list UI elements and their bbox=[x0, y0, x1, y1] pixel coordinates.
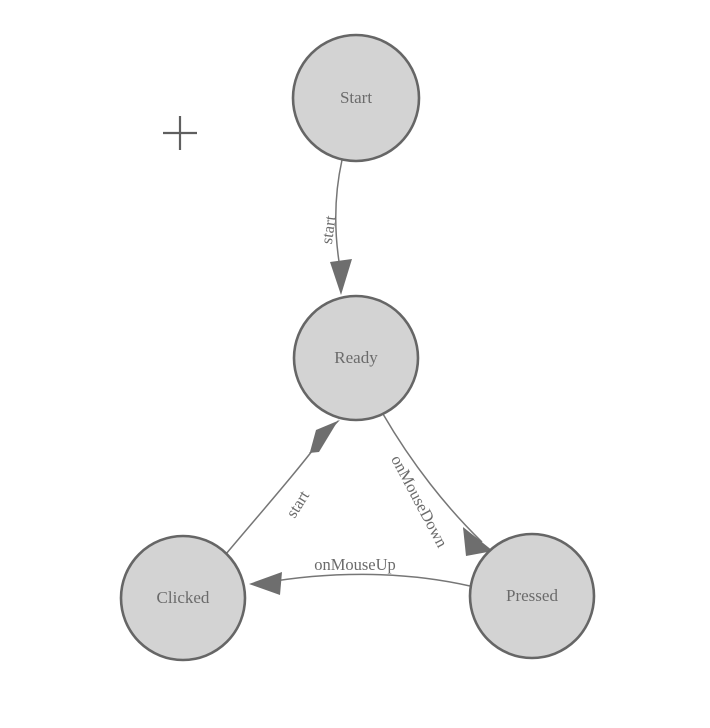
arrowhead-ready-to-pressed-tip bbox=[463, 527, 493, 556]
node-start[interactable]: Start bbox=[291, 33, 421, 163]
arrowhead-start-to-ready bbox=[330, 259, 352, 295]
edge-path-ready-to-pressed bbox=[382, 413, 483, 543]
node-clicked-label: Clicked bbox=[157, 588, 210, 607]
edge-label-pressed-to-clicked: onMouseUp bbox=[314, 555, 396, 574]
crosshair-marker-icon bbox=[163, 116, 197, 150]
arrowhead-pressed-to-clicked bbox=[249, 572, 282, 595]
edge-start-to-ready[interactable]: start bbox=[317, 159, 352, 295]
node-pressed[interactable]: Pressed bbox=[468, 532, 596, 660]
edge-path-pressed-to-clicked bbox=[262, 573, 471, 587]
arrowhead-clicked-to-ready-tip bbox=[309, 419, 339, 453]
node-pressed-label: Pressed bbox=[506, 586, 558, 605]
node-ready-label: Ready bbox=[334, 348, 378, 367]
edge-label-clicked-to-ready: start bbox=[282, 487, 313, 522]
edge-pressed-to-clicked[interactable]: onMouseUp bbox=[249, 555, 471, 595]
node-ready-circle[interactable] bbox=[292, 294, 420, 422]
node-start-label: Start bbox=[340, 88, 372, 107]
node-pressed-circle[interactable] bbox=[468, 532, 596, 660]
edge-ready-to-pressed[interactable]: onMouseDown bbox=[382, 413, 493, 556]
edge-label-start-to-ready: start bbox=[317, 214, 340, 245]
edge-label-ready-to-pressed: onMouseDown bbox=[387, 452, 452, 551]
node-ready[interactable]: Ready bbox=[292, 294, 420, 422]
node-clicked[interactable]: Clicked bbox=[119, 534, 247, 662]
edge-clicked-to-ready[interactable]: start bbox=[225, 419, 340, 555]
node-clicked-circle[interactable] bbox=[119, 534, 247, 662]
node-start-circle[interactable] bbox=[291, 33, 421, 163]
edge-path-start-to-ready bbox=[334, 159, 343, 269]
